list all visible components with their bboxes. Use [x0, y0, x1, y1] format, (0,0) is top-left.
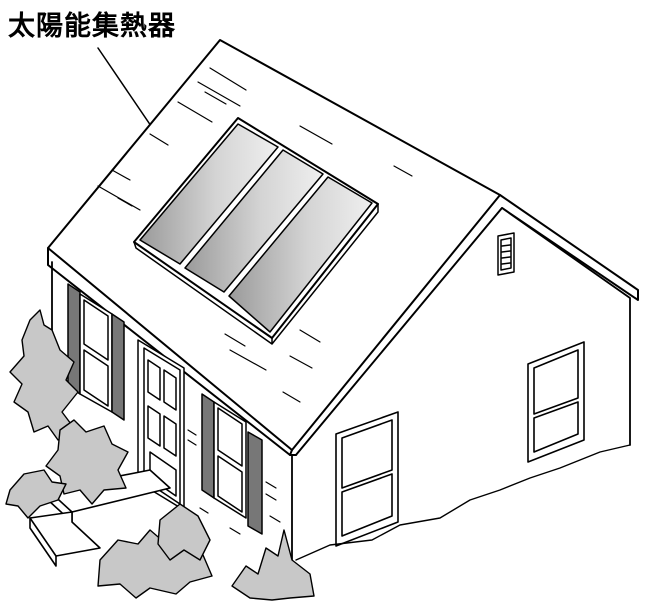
side-window-left	[335, 411, 399, 547]
gable-trim	[289, 194, 639, 456]
collector-panel-2	[184, 149, 324, 293]
gable-vent	[497, 232, 515, 276]
ground-line	[295, 444, 631, 561]
collector-panel-1	[139, 123, 279, 265]
collector-panel-3	[228, 176, 373, 333]
front-steps	[29, 469, 171, 567]
shrubs	[5, 309, 315, 601]
collector-frame-depth	[133, 203, 379, 345]
front-wall	[51, 261, 293, 561]
side-window-right	[527, 341, 585, 463]
solar-collector	[133, 117, 379, 345]
front-window-right	[201, 393, 263, 535]
roof-shingle-lines	[97, 67, 413, 403]
solar-collector-label: 太陽能集熱器	[8, 11, 176, 42]
front-window-left	[67, 283, 125, 421]
siding-marks	[187, 429, 281, 535]
